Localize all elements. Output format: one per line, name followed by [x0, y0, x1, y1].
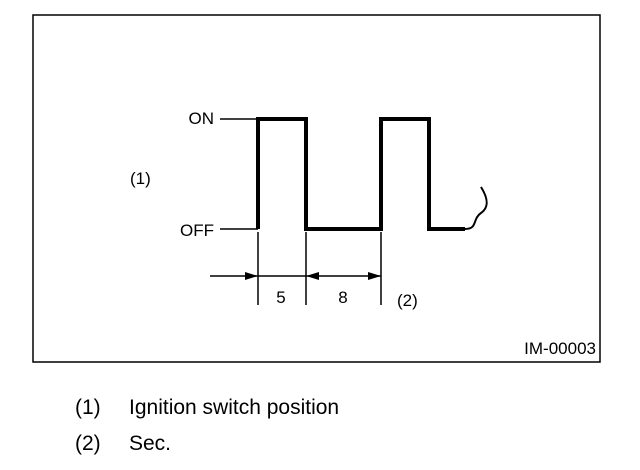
figure-code: IM-00003 — [524, 339, 596, 358]
timing-diagram: ON OFF (1) 5 8 (2) IM-00003 — [32, 14, 601, 363]
marker-2: (2) — [397, 291, 418, 310]
arrowhead-right — [368, 272, 381, 280]
marker-1: (1) — [130, 169, 151, 188]
arrowhead-left — [245, 272, 258, 280]
legend-number: (1) — [75, 396, 101, 419]
figure-frame — [32, 14, 601, 363]
legend-item: (1) Ignition switch position — [75, 390, 339, 426]
legend-text: Sec. — [129, 432, 172, 455]
label-off: OFF — [180, 221, 214, 240]
legend-item: (2) Sec. — [75, 426, 339, 462]
interval-on: 5 — [276, 288, 285, 307]
legend-number: (2) — [75, 432, 101, 455]
break-squiggle — [464, 186, 488, 230]
label-on: ON — [189, 109, 215, 128]
arrowhead-mid — [306, 272, 319, 280]
waveform — [256, 117, 465, 231]
legend-text: Ignition switch position — [129, 396, 340, 419]
interval-off: 8 — [338, 288, 347, 307]
legend: (1) Ignition switch position (2) Sec. — [75, 390, 339, 462]
